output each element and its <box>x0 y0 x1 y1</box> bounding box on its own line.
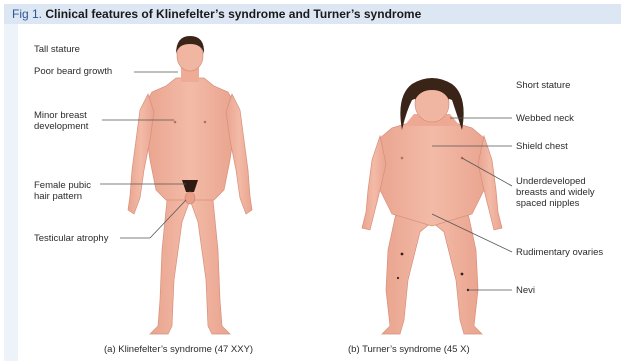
label-webbed-neck: Webbed neck <box>516 113 574 124</box>
klinefelter-figure <box>128 36 252 334</box>
turner-nevus <box>397 277 399 279</box>
label-short-stature: Short stature <box>516 80 570 91</box>
turner-nevus <box>461 273 464 276</box>
klinefelter-legs <box>150 190 230 334</box>
label-underdeveloped-breasts: Underdeveloped breasts and widely spaced… <box>516 176 595 209</box>
label-nevi: Nevi <box>516 285 535 296</box>
label-poor-beard-growth: Poor beard growth <box>34 66 112 77</box>
label-shield-chest: Shield chest <box>516 141 568 152</box>
turner-nipple-left <box>401 157 404 160</box>
turner-nevus <box>401 253 404 256</box>
label-rudimentary-ovaries: Rudimentary ovaries <box>516 247 603 258</box>
turner-torso <box>376 122 488 226</box>
klinefelter-nipple-left <box>174 121 177 124</box>
label-female-pubic-hair: Female pubic hair pattern <box>34 180 91 202</box>
klinefelter-genitals <box>185 192 195 204</box>
label-tall-stature: Tall stature <box>34 44 80 55</box>
label-testicular-atrophy: Testicular atrophy <box>34 233 108 244</box>
caption-turner: (b) Turner’s syndrome (45 X) <box>348 344 470 355</box>
label-minor-breast-development: Minor breast development <box>34 110 88 132</box>
caption-klinefelter: (a) Klinefelter’s syndrome (47 XXY) <box>104 344 253 355</box>
klinefelter-nipple-right <box>204 121 207 124</box>
turner-figure <box>362 78 502 334</box>
